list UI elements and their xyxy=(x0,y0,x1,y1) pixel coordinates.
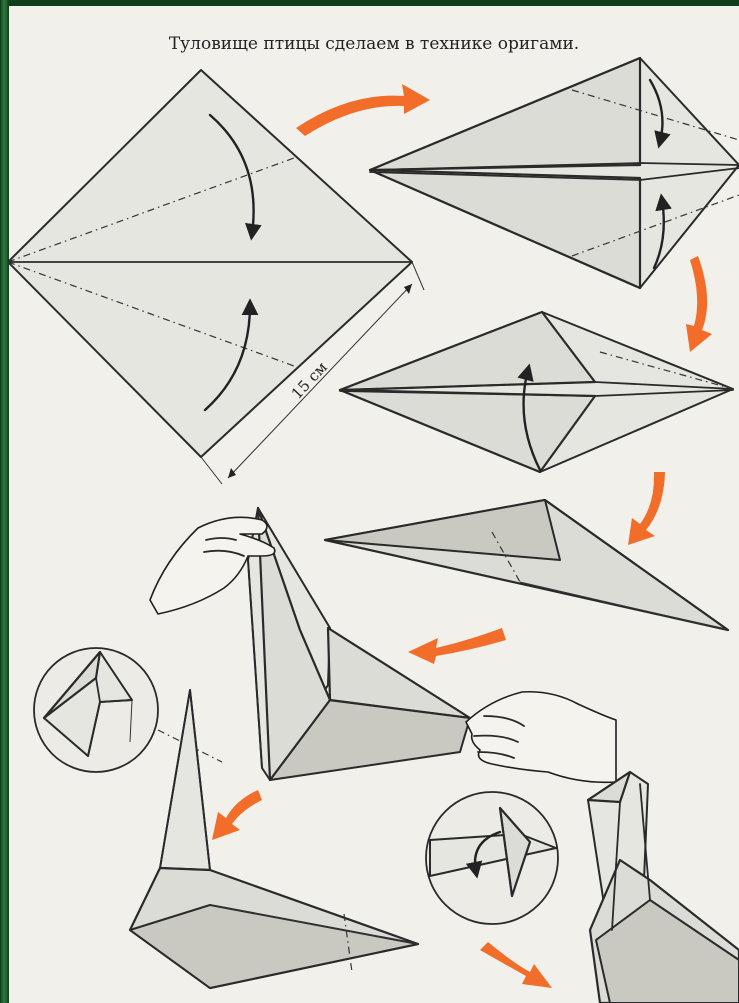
step3-kite xyxy=(340,312,733,472)
detail-circle-2 xyxy=(426,792,558,924)
step-arrow-5 xyxy=(212,790,262,840)
step1-square xyxy=(9,70,412,457)
step-arrow-2 xyxy=(686,256,712,352)
origami-diagram: 15 см xyxy=(9,6,739,1003)
step7-bird-head xyxy=(588,772,739,1003)
step-arrow-4 xyxy=(408,628,506,664)
step-arrow-6 xyxy=(480,942,552,988)
hand-icon xyxy=(466,692,616,783)
step4-triangle xyxy=(325,500,728,630)
step2-kite xyxy=(370,58,739,288)
step-arrow-1 xyxy=(296,84,430,136)
step-arrow-3 xyxy=(628,472,665,545)
instruction-page: Туловище птицы сделаем в технике оригами… xyxy=(9,6,739,1003)
